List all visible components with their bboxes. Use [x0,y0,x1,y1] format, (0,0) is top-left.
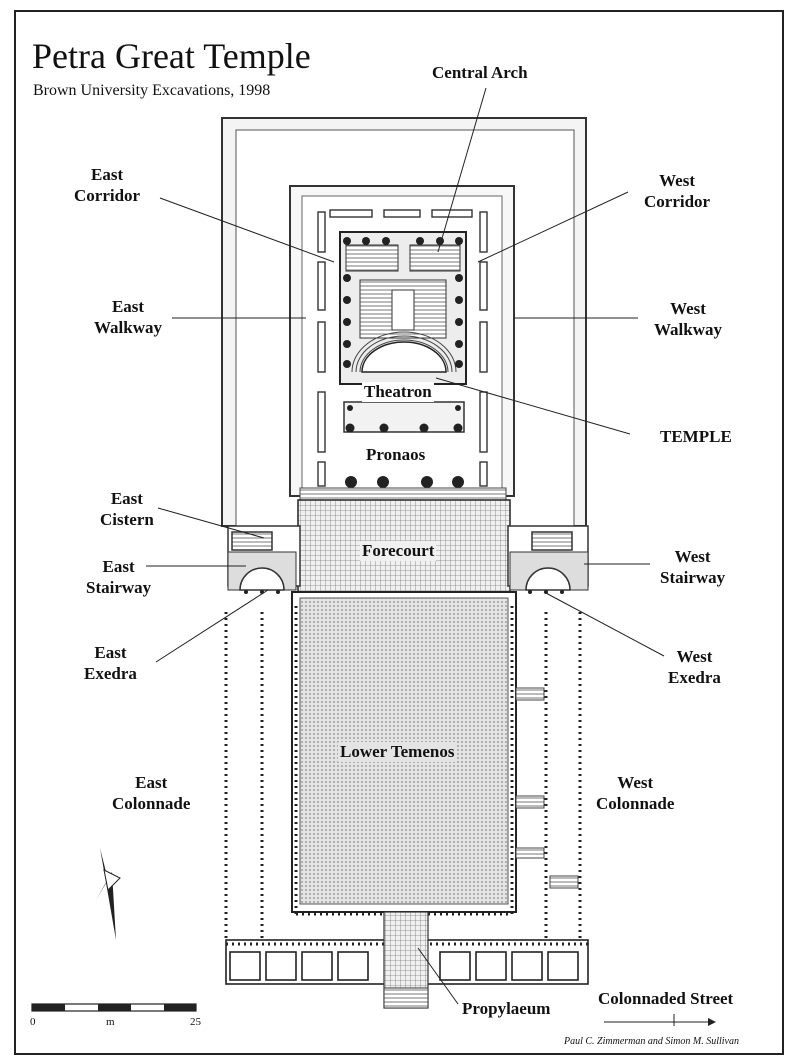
north-arrow-icon [96,848,121,940]
exedra-shapes [227,551,589,594]
scale-start-label: 0 [30,1016,36,1028]
temple-columns [343,237,463,368]
label-lower-temenos: Lower Temenos [338,742,457,762]
map-frame [14,10,784,1055]
scale-bar [31,1003,197,1012]
label-forecourt: Forecourt [360,541,437,561]
leader-lines [146,87,714,1026]
pronaos-block [343,401,465,488]
label-theatron: Theatron [362,382,434,402]
scale-end-label: 25 [190,1016,201,1028]
map-subtitle: Brown University Excavations, 1998 [33,82,271,99]
corridor-walls [317,209,488,487]
label-pronaos: Pronaos [366,445,426,464]
colonnade-rows [224,606,582,940]
label-colonnaded-street: Colonnaded Street [598,989,734,1008]
label-propylaeum: Propylaeum [462,999,551,1018]
label-temple: TEMPLE [660,427,732,446]
west-colonnade-rooms [515,687,579,889]
temple-core [339,231,467,385]
temple-steps [299,487,507,501]
map-title: Petra Great Temple [32,36,311,76]
propylaeum-stairs [383,911,429,1009]
scale-unit-label: m [106,1016,115,1028]
street-arrow-icon [708,1018,716,1026]
label-central-arch: Central Arch [432,63,528,82]
map-credit: Paul C. Zimmerman and Simon M. Sullivan [564,1036,739,1047]
